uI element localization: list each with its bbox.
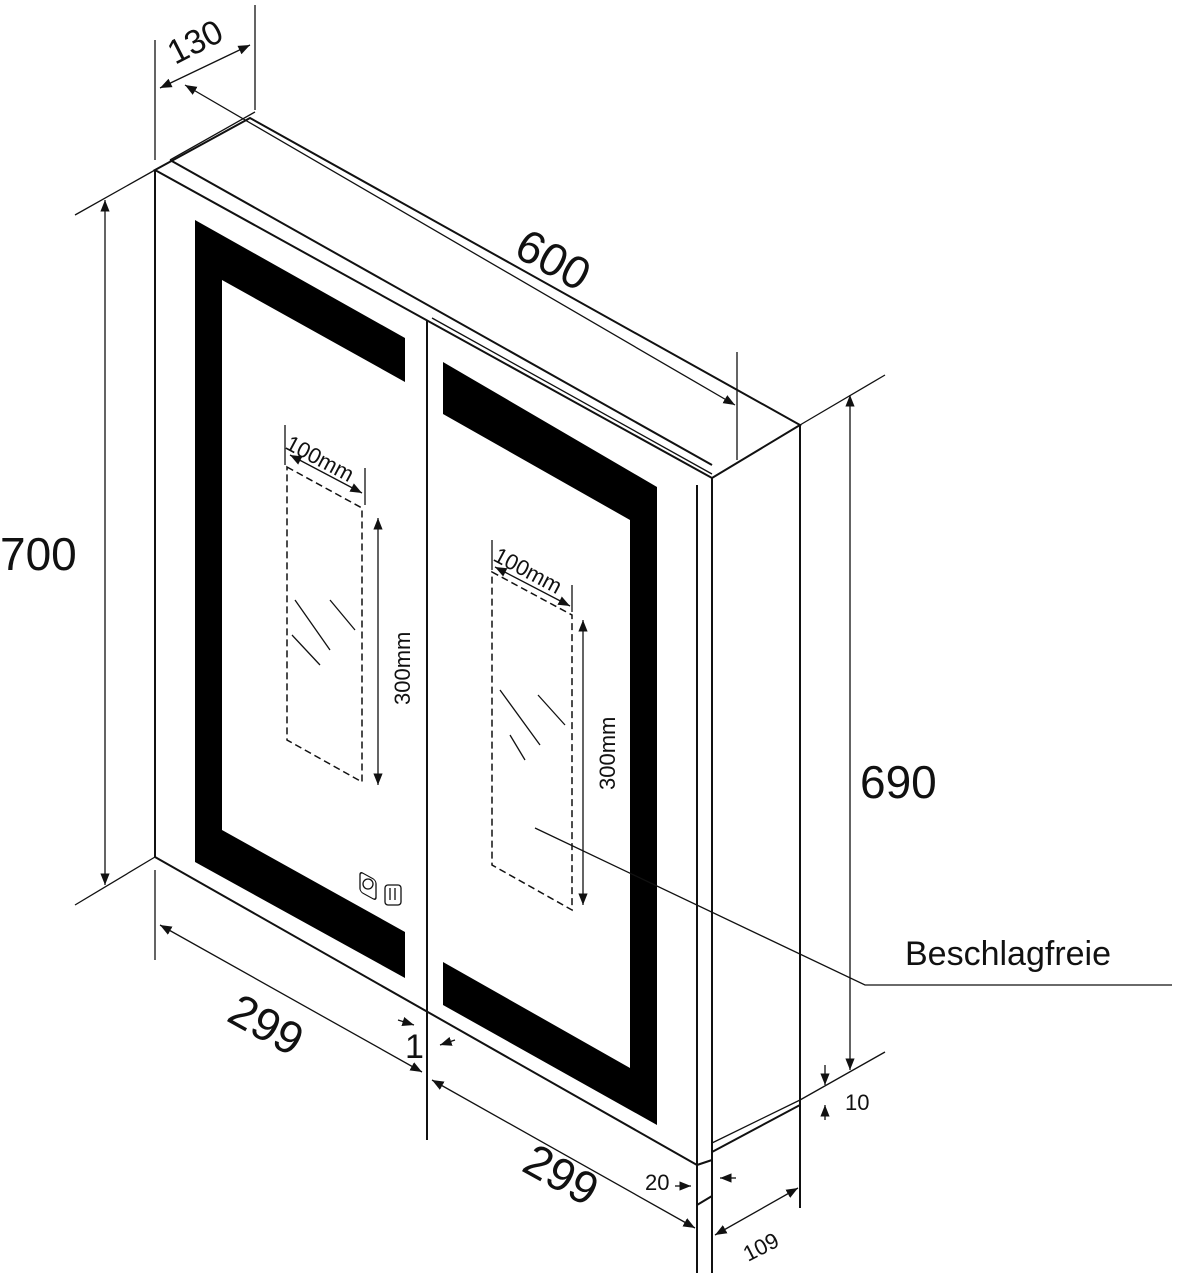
door-left-width-label: 299 xyxy=(220,983,312,1066)
led-strip-left-door xyxy=(195,220,405,978)
depth-top-label: 130 xyxy=(161,13,229,73)
height-side-label: 690 xyxy=(860,756,937,808)
led-strip-right-door xyxy=(443,362,657,1125)
touch-switch-icons xyxy=(359,872,402,906)
frame-offset-label: 20 xyxy=(645,1170,669,1195)
antifog-height-left-label: 300mm xyxy=(390,632,415,705)
antifog-width-left-label: 100mm xyxy=(282,430,359,487)
antifog-label: Beschlagfreie xyxy=(905,935,1111,973)
side-depth-label: 109 xyxy=(739,1228,783,1267)
antifog-area-right xyxy=(491,540,588,912)
bottom-gap-label: 10 xyxy=(845,1090,869,1115)
door-gap-label: 1 xyxy=(405,1028,424,1066)
antifog-height-right-label: 300mm xyxy=(595,717,620,790)
height-total-label: 700 xyxy=(0,528,77,580)
dimension-lines xyxy=(74,5,886,1236)
antifog-area-left xyxy=(284,425,383,785)
door-right-width-label: 299 xyxy=(515,1133,607,1216)
antifog-leader-line xyxy=(534,827,1172,986)
width-total-label: 600 xyxy=(507,218,599,301)
